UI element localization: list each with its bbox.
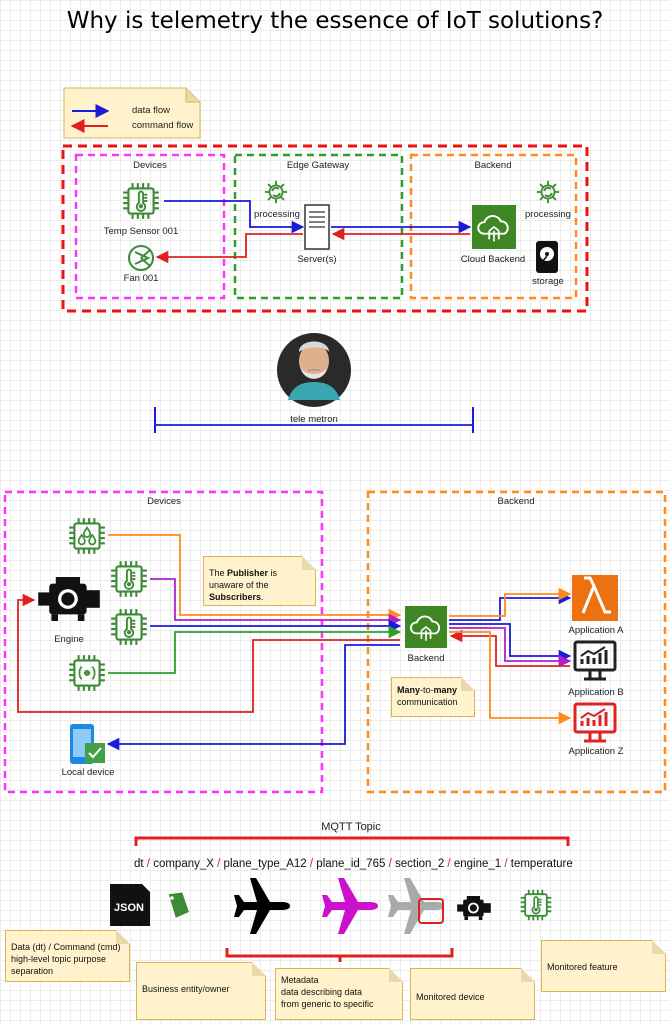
vibration-sensor-icon [69,655,105,691]
publisher-note: The Publisher is unaware of the Subscrib… [203,556,316,606]
note-metadata: Metadata data describing data from gener… [275,968,403,1020]
section-icon [388,878,444,934]
top-devices-title: Devices [133,160,167,171]
temp-sensor-a-icon [111,561,147,597]
temp-sensor-icon [123,183,159,219]
topic-segment-feature: temperature [510,858,573,870]
flow-command-engine [17,593,400,713]
json-icon: JSON [110,884,150,926]
topic-segment-engine: engine_1 [453,858,502,870]
plane-id-icon [322,878,378,934]
note-dt: Data (dt) / Command (cmd) high-level top… [5,930,130,982]
top-command-flow-2 [155,233,303,264]
telemetron-label: tele metron [290,414,338,425]
lambda-icon [572,575,618,621]
engine-small-icon [457,896,491,920]
temp-sensor-b-icon [111,609,147,645]
topic-segment-plane-type: plane_type_A12 [223,858,307,870]
plane-type-icon [234,878,290,934]
storage-icon [536,241,558,273]
temp-sensor-label: Temp Sensor 001 [103,226,179,237]
mqtt-topic-string: dt / company_X / plane_type_A12 / plane_… [134,858,573,870]
local-device-icon [70,724,105,764]
note-feature: Monitored feature [541,940,666,992]
note-device: Monitored device [410,968,535,1020]
humidity-sensor-icon [69,518,105,554]
server-icon [304,204,330,250]
legend-command-flow-label: command flow [132,120,194,131]
top-gateway-title: Edge Gateway [286,160,350,171]
metadata-bracket [225,948,454,962]
backend-processing-label: processing [525,209,571,220]
top-data-flow-1 [164,200,305,234]
json-label: JSON [114,902,144,914]
middle-backend-label: Backend [407,653,445,664]
app-b-label: Application B [568,687,624,698]
cloud-backend-label: Cloud Backend [460,254,526,265]
engine-label: Engine [54,634,84,645]
page-title: Why is telemetry the essence of IoT solu… [66,8,604,34]
middle-devices-group [3,490,324,794]
app-z-chart-icon [573,702,617,743]
flow-purple [150,578,402,627]
engine-icon [38,577,100,621]
local-device-label: Local device [61,767,115,778]
legend-data-flow-label: data flow [132,105,171,116]
tag-icon [168,892,189,918]
flow-local-device [106,644,400,751]
mqtt-heading: MQTT Topic [321,821,381,833]
fan-label: Fan 001 [123,273,159,284]
storage-label: storage [532,276,564,287]
mqtt-topic-bracket [134,836,570,846]
outer-boundary [61,144,589,313]
section-highlight [418,898,444,924]
app-a-label: Application A [568,625,624,636]
note-business: Business entity/owner [136,962,266,1020]
topic-segment-company: company_X [153,858,214,870]
gateway-processing-icon [263,179,289,205]
flow-orange [108,534,402,622]
app-z-label: Application Z [568,746,624,757]
topic-segment-plane-id: plane_id_765 [316,858,386,870]
gateway-processing-label: processing [254,209,300,220]
backend-processing-icon [535,179,561,205]
legend [63,87,201,139]
app-b-chart-icon [573,640,617,681]
feature-sensor-icon [521,890,552,921]
flow-green [108,625,402,674]
top-backend-title: Backend [474,160,512,171]
middle-backend-title: Backend [497,496,535,507]
cloud-backend-icon [472,205,516,249]
devices-group [74,153,226,300]
fan-icon [128,245,154,271]
middle-backend-group [366,490,667,794]
telemetron-avatar [277,333,351,407]
middle-backend-icon [405,606,447,648]
topic-segment-section: section_2 [394,858,445,870]
server-label: Server(s) [297,254,337,265]
topic-segment-dt: dt [134,858,144,870]
middle-devices-title: Devices [147,496,181,507]
